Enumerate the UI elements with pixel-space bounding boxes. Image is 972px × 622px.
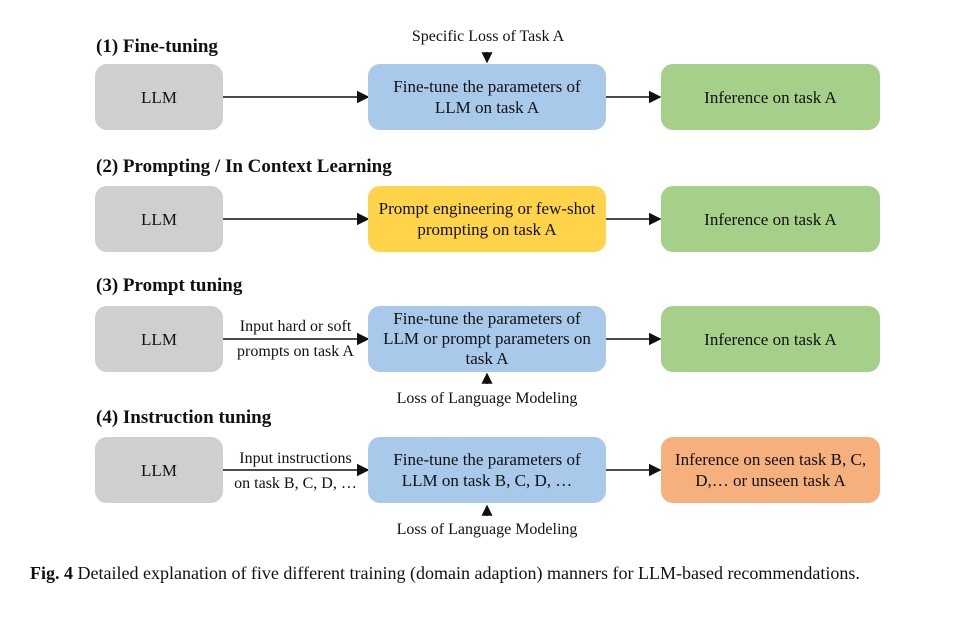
section-1-finetune-box: Fine-tune the parameters of LLM on task …	[368, 64, 606, 130]
section-4-arrow-label-bottom: on task B, C, D, …	[234, 475, 357, 492]
section-4-llm-box: LLM	[95, 437, 223, 503]
figure-caption-text: Detailed explanation of five different t…	[77, 563, 860, 583]
section-2-llm-box: LLM	[95, 186, 223, 252]
section-3-finetune-box: Fine-tune the parameters of LLM or promp…	[368, 306, 606, 372]
section-4-inference-box: Inference on seen task B, C, D,… or unse…	[661, 437, 880, 503]
section-1-loss-label: Specific Loss of Task A	[411, 28, 565, 45]
section-4-heading: (4) Instruction tuning	[96, 407, 272, 428]
section-2-prompt-box: Prompt engineering or few-shot prompting…	[368, 186, 606, 252]
figure-caption: Fig. 4 Detailed explanation of five diff…	[30, 562, 950, 584]
section-4-finetune-box: Fine-tune the parameters of LLM on task …	[368, 437, 606, 503]
section-3-arrow-label-top: Input hard or soft	[239, 318, 352, 335]
section-1-heading: (1) Fine-tuning	[96, 36, 218, 57]
section-4-arrow-label-top: Input instructions	[239, 450, 352, 467]
section-3-inference-box: Inference on task A	[661, 306, 880, 372]
section-2-inference-box: Inference on task A	[661, 186, 880, 252]
section-2-heading: (2) Prompting / In Context Learning	[96, 156, 392, 177]
section-3-arrow-label-bottom: prompts on task A	[237, 343, 354, 360]
section-1-llm-box: LLM	[95, 64, 223, 130]
section-3-loss-label: Loss of Language Modeling	[396, 390, 578, 407]
section-3-heading: (3) Prompt tuning	[96, 275, 243, 296]
figure-caption-label: Fig. 4	[30, 563, 73, 583]
section-3-llm-box: LLM	[95, 306, 223, 372]
section-1-inference-box: Inference on task A	[661, 64, 880, 130]
section-4-loss-label: Loss of Language Modeling	[396, 521, 578, 538]
